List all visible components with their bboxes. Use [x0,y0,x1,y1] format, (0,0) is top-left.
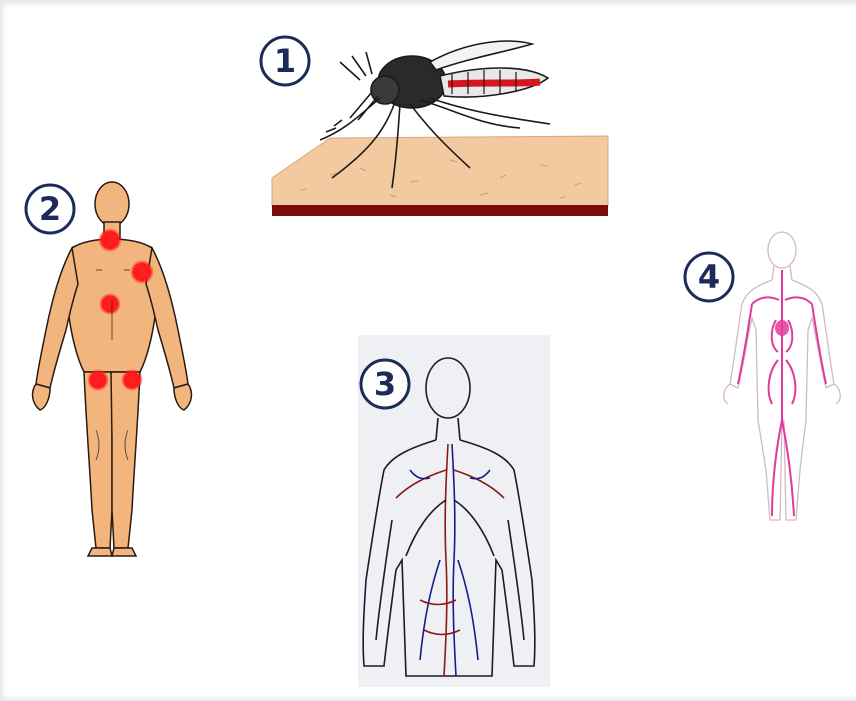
step-number-3: 3 [374,365,396,403]
step-badge-3: 3 [361,360,409,408]
body-spots-panel [33,182,192,556]
step-number-4: 4 [698,258,720,296]
step-badge-4: 4 [685,253,733,301]
step-badge-1: 1 [261,37,309,85]
bottom-edge-shade [0,695,856,701]
step-number-2: 2 [39,190,61,228]
circulatory-body-icon [724,232,841,520]
circulatory-panel [724,232,841,520]
mosquito-panel [272,41,608,216]
step-badge-2: 2 [26,185,74,233]
step-number-1: 1 [274,42,296,80]
left-edge-shade [0,0,6,701]
top-edge-shade [0,0,856,8]
